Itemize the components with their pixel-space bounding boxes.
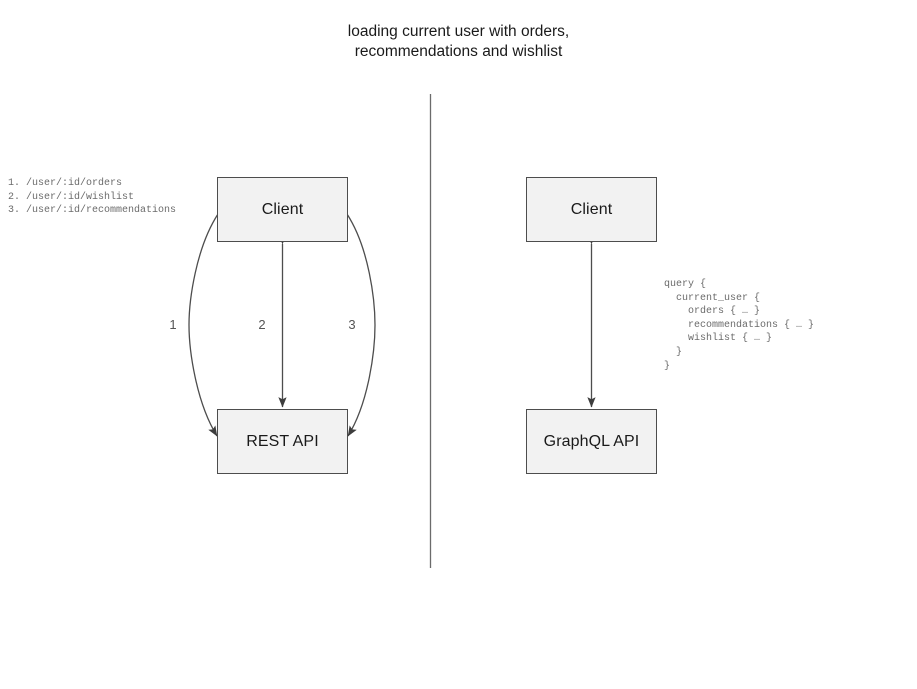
node-graphql-api[interactable]: GraphQL API bbox=[526, 409, 657, 474]
edge-number-1: 1 bbox=[169, 317, 177, 332]
graphql-query-block: query { current_user { orders { … } reco… bbox=[664, 279, 815, 372]
edge-curve-1 bbox=[188, 203, 227, 437]
node-label: GraphQL API bbox=[543, 432, 640, 450]
rest-endpoint-list: 1. /user/:id/orders 2. /user/:id/wishlis… bbox=[8, 178, 177, 217]
node-client-rest[interactable]: Client bbox=[217, 177, 348, 242]
edge-number-2: 2 bbox=[258, 317, 266, 332]
node-rest-api[interactable]: REST API bbox=[217, 409, 348, 474]
edge-curve-3 bbox=[338, 203, 376, 437]
node-label: Client bbox=[570, 200, 613, 218]
node-client-graphql[interactable]: Client bbox=[526, 177, 657, 242]
node-label: Client bbox=[261, 200, 304, 218]
node-label: REST API bbox=[246, 432, 319, 450]
page-title: loading current user with orders, recomm… bbox=[347, 23, 570, 60]
edge-number-3: 3 bbox=[348, 317, 356, 332]
